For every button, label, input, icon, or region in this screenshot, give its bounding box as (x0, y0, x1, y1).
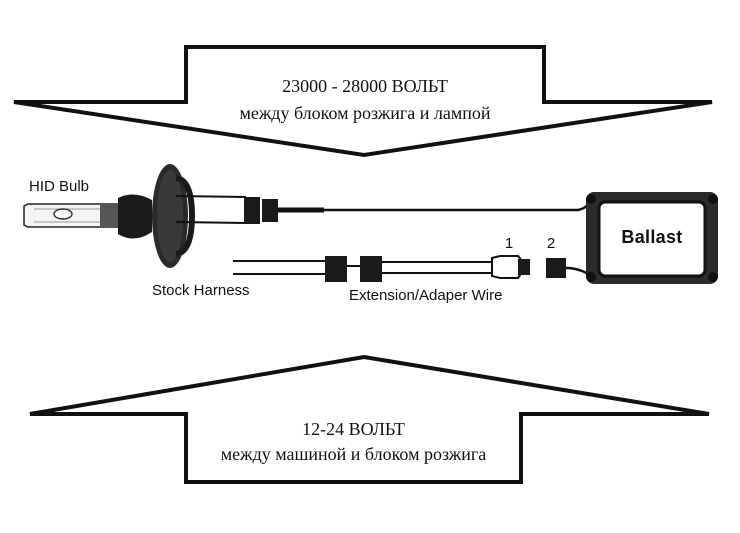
bulb-connector (244, 197, 324, 224)
ballast-unit (586, 192, 718, 284)
bottom-voltage-arrow (29, 354, 710, 484)
bottom-voltage-description: между машиной и блоком розжига (220, 444, 487, 464)
top-voltage-arrow (13, 45, 713, 158)
stock-harness-wire (233, 256, 382, 282)
hid-bulb (23, 164, 247, 268)
top-voltage-description: между блоком розжига и лампой (239, 103, 491, 123)
stock-harness-label: Stock Harness (152, 282, 250, 299)
bottom-voltage-value: 12-24 ВОЛЬТ (302, 419, 405, 439)
hid-bulb-label: HID Bulb (29, 178, 90, 195)
top-voltage-value: 23000 - 28000 ВОЛЬТ (282, 76, 448, 96)
connector-1-label: 1 (505, 235, 513, 252)
ballast-label: Ballast (621, 227, 683, 247)
main-cable (324, 197, 595, 212)
extension-wire-label: Extension/Adaper Wire (349, 287, 503, 304)
connector-2-label: 2 (547, 235, 555, 252)
extension-adapter-wire (382, 255, 592, 279)
